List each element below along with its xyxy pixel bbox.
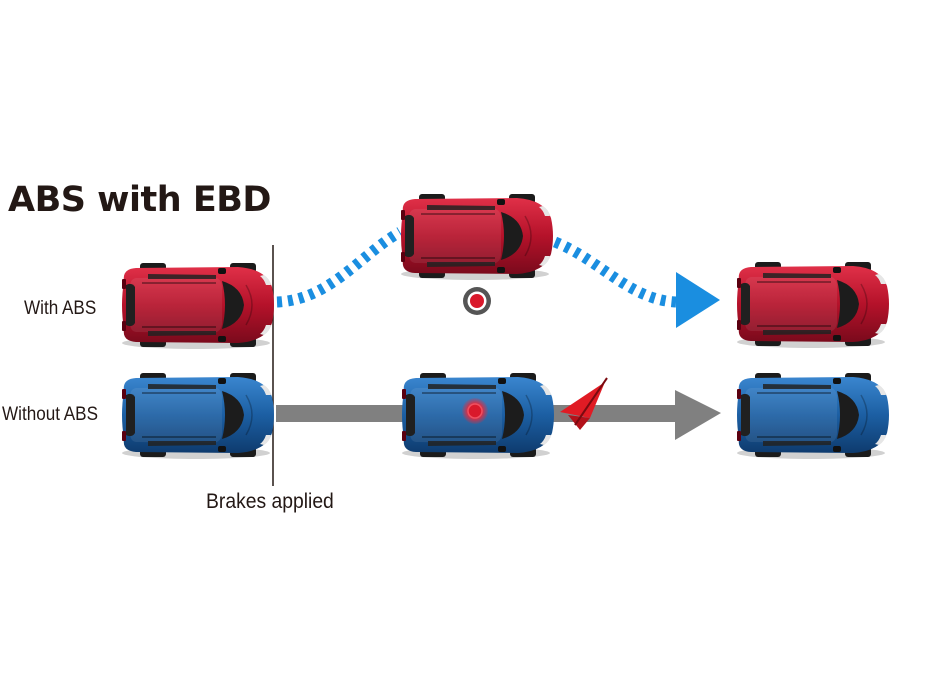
- warning-flag-icon: [560, 377, 608, 430]
- red-car-swerve: [400, 193, 554, 281]
- brakes-applied-label: Brakes applied: [206, 490, 334, 513]
- red-car-start: [121, 262, 275, 350]
- blue-car-start: [121, 372, 275, 460]
- abs-swerve-path: [276, 227, 677, 308]
- diagram-title: ABS with EBD: [8, 180, 271, 220]
- abs-direction-arrow: [676, 272, 720, 328]
- blue-car-end: [736, 372, 890, 460]
- red-car-end: [736, 261, 890, 349]
- brake-indicator-icon: [463, 287, 491, 315]
- no-abs-direction-arrow: [675, 390, 721, 440]
- without-abs-label: Without ABS: [2, 404, 99, 425]
- brake-indicator-on-car-icon: [462, 398, 488, 424]
- with-abs-label: With ABS: [24, 298, 97, 319]
